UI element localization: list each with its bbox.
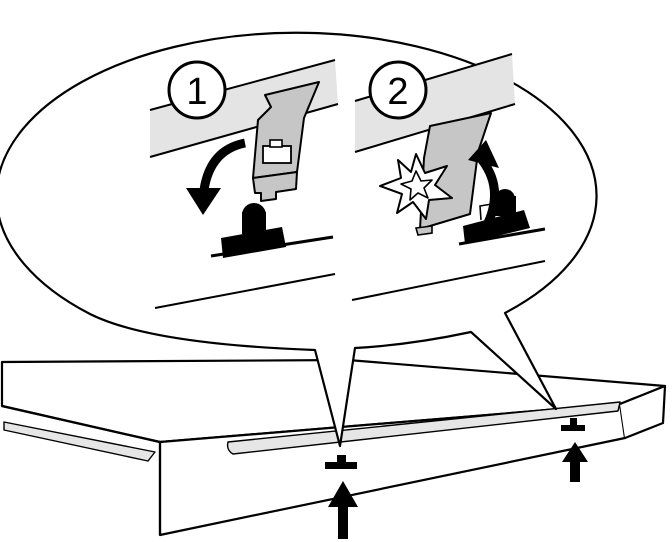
mounting-bolt-icon-2 <box>463 189 530 244</box>
left-front-edge-strip <box>3 421 156 462</box>
step-2-number-circle <box>368 60 428 120</box>
step-2-countertop-band <box>355 54 515 152</box>
push-up-arrow-icon-2 <box>562 442 588 482</box>
step-1-countertop-band <box>150 60 338 157</box>
step-2-number: 2 <box>387 71 408 113</box>
push-up-arrow-icon <box>328 481 358 539</box>
rotate-counterclockwise-arrow-icon <box>186 138 247 215</box>
mounting-bolt-icon <box>221 203 286 258</box>
break-starburst-icon <box>379 153 453 220</box>
appliance-body <box>0 358 667 537</box>
step-2-worktop-edge <box>351 260 546 301</box>
clip-icon <box>252 81 320 202</box>
appliance-left-face <box>1 404 162 535</box>
step-1-panel: 1 <box>149 59 339 309</box>
step-1-number: 1 <box>186 71 207 113</box>
step-1-worktop-edge <box>154 273 336 309</box>
appliance-right-face <box>619 384 667 440</box>
front-edge-strip <box>226 401 621 455</box>
step-1-number-circle <box>167 60 227 120</box>
clip-marker-1 <box>325 455 357 469</box>
clip-marker-2 <box>561 418 585 431</box>
step-2-panel: 2 <box>351 53 546 301</box>
